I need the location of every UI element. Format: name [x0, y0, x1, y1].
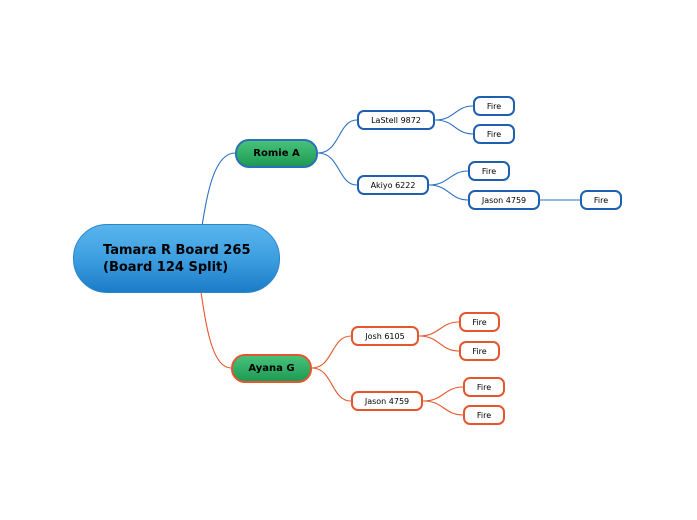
connector-root-romie — [201, 152, 236, 227]
subtopic-label: Fire — [486, 129, 502, 139]
connector-root-ayana — [200, 291, 232, 369]
central-topic-label: Tamara R Board 265 (Board 124 Split) — [103, 242, 251, 275]
topic-ayana-g[interactable]: Ayana G — [231, 354, 312, 383]
subtopic-label: Fire — [472, 317, 487, 327]
subtopic-label: Josh 6105 — [365, 331, 405, 341]
topic-label: Ayana G — [248, 363, 295, 374]
connector-jason2-fire1 — [422, 386, 464, 402]
subtopic-fire[interactable]: Fire — [473, 124, 515, 144]
connector-akiyo-jason — [428, 184, 469, 201]
connector-lastell-fire1 — [434, 105, 474, 121]
connector-ayana-josh — [311, 335, 352, 369]
topic-label: Romie A — [253, 148, 300, 159]
connector-akiyo-fire — [428, 170, 469, 186]
connector-romie-lastell — [317, 119, 358, 154]
topic-romie-a[interactable]: Romie A — [235, 139, 318, 168]
subtopic-fire[interactable]: Fire — [473, 96, 515, 116]
connector-ayana-jason — [311, 367, 352, 402]
subtopic-label: Fire — [486, 101, 502, 111]
subtopic-akiyo[interactable]: Akiyo 6222 — [357, 175, 429, 195]
subtopic-josh[interactable]: Josh 6105 — [351, 326, 419, 346]
connector-jason2-fire2 — [422, 400, 464, 416]
subtopic-label: LaStell 9872 — [371, 115, 421, 125]
subtopic-jason[interactable]: Jason 4759 — [351, 391, 423, 411]
subtopic-label: Jason 4759 — [481, 195, 527, 205]
subtopic-jason[interactable]: Jason 4759 — [468, 190, 540, 210]
subtopic-fire[interactable]: Fire — [463, 405, 505, 425]
central-topic[interactable]: Tamara R Board 265 (Board 124 Split) — [73, 224, 280, 293]
subtopic-label: Jason 4759 — [364, 396, 410, 406]
subtopic-label: Fire — [593, 195, 609, 205]
connector-romie-akiyo — [317, 152, 358, 186]
subtopic-fire[interactable]: Fire — [468, 161, 510, 181]
connector-josh-fire1 — [418, 321, 460, 337]
subtopic-fire[interactable]: Fire — [459, 312, 500, 332]
subtopic-label: Fire — [472, 346, 487, 356]
subtopic-label: Fire — [481, 166, 497, 176]
subtopic-label: Fire — [476, 410, 492, 420]
connector-josh-fire2 — [418, 335, 460, 352]
subtopic-fire[interactable]: Fire — [463, 377, 505, 397]
connector-lastell-fire2 — [434, 119, 474, 135]
subtopic-label: Akiyo 6222 — [370, 180, 416, 190]
subtopic-label: Fire — [476, 382, 492, 392]
subtopic-fire[interactable]: Fire — [459, 341, 500, 361]
subtopic-fire[interactable]: Fire — [580, 190, 622, 210]
subtopic-lastell[interactable]: LaStell 9872 — [357, 110, 435, 130]
